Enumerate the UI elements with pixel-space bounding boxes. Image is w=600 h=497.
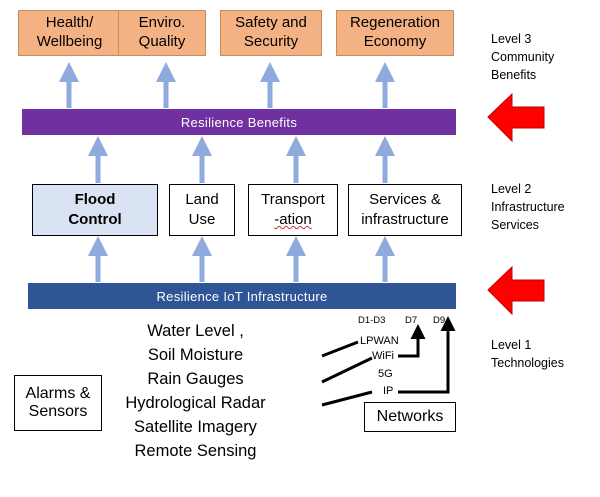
level2-title: Level 2 xyxy=(491,182,532,196)
technology-list: Water Level , Soil Moisture Rain Gauges … xyxy=(108,320,283,464)
sensors-label: Sensors xyxy=(28,403,88,420)
level2-line: Services xyxy=(491,218,539,233)
label-d7: D7 xyxy=(405,315,418,326)
infra-label: Transport xyxy=(261,190,325,208)
infra-label: infrastructure xyxy=(361,211,449,228)
tech-item: Soil Moisture xyxy=(147,345,244,364)
benefit-label: Enviro. Quality xyxy=(138,14,186,50)
alarms-sensors-box: Alarms &Sensors xyxy=(14,375,102,431)
label-d9: D9 xyxy=(433,315,446,326)
benefit-box-health: Health/ Wellbeing xyxy=(18,10,121,56)
benefit-label: Safety and Security xyxy=(235,14,307,50)
network-connectors xyxy=(321,316,456,407)
arrow-d9 xyxy=(398,316,456,394)
infra-box-transportation: Transport -ation xyxy=(248,184,338,236)
level3-line: Community xyxy=(491,50,555,65)
alarms-label: Alarms & xyxy=(25,385,91,402)
label-d1-d3: D1-D3 xyxy=(358,315,386,326)
benefit-box-enviro: Enviro. Quality xyxy=(118,10,206,56)
level3-label: Level 3 Community Benefits xyxy=(491,30,596,84)
red-arrow-level1-icon xyxy=(487,265,545,316)
level3-line: Benefits xyxy=(491,68,537,83)
level1-line: Technologies xyxy=(491,356,564,371)
infra-label: Control xyxy=(68,211,122,228)
red-arrow-level3-icon xyxy=(487,92,545,143)
infra-label: Use xyxy=(188,211,216,228)
resilience-benefits-label: Resilience Benefits xyxy=(180,114,298,130)
tech-item: Water Level , xyxy=(147,322,244,340)
infra-label: Services & xyxy=(369,190,441,208)
label-ip: IP xyxy=(383,385,394,397)
arrows-to-community-benefits xyxy=(59,62,395,108)
tech-item: Hydrological Radar xyxy=(125,393,266,412)
tech-item: Rain Gauges xyxy=(147,369,244,388)
level1-title: Level 1 xyxy=(491,338,532,352)
arrow-d7 xyxy=(398,324,426,358)
iot-infrastructure-label: Resilience IoT Infrastructure xyxy=(156,288,328,304)
benefit-box-regeneration: Regeneration Economy xyxy=(336,10,454,56)
level2-line: Infrastructure xyxy=(491,200,565,215)
infra-label: -ation xyxy=(274,211,312,228)
level2-label: Level 2 Infrastructure Services xyxy=(491,180,599,234)
line-ip xyxy=(321,390,373,407)
networks-box: Networks xyxy=(364,402,456,432)
infra-box-services: Services & infrastructure xyxy=(348,184,462,236)
tech-item: Satellite Imagery xyxy=(134,417,257,436)
benefit-label: Health/ Wellbeing xyxy=(36,14,103,50)
arrows-to-resilience-benefits xyxy=(88,136,395,183)
iot-infrastructure-bar: Resilience IoT Infrastructure xyxy=(28,283,456,309)
tech-item: Remote Sensing xyxy=(134,441,257,460)
benefit-box-safety: Safety and Security xyxy=(220,10,322,56)
label-wifi: WiFi xyxy=(372,350,394,362)
level1-label: Level 1 Technologies xyxy=(491,336,596,372)
infra-label: Flood xyxy=(74,190,116,208)
networks-label: Networks xyxy=(376,408,444,425)
level3-title: Level 3 xyxy=(491,32,532,46)
line-lpwan xyxy=(321,340,359,358)
line-wifi xyxy=(321,356,373,384)
label-lpwan: LPWAN xyxy=(360,335,399,347)
resilience-benefits-bar: Resilience Benefits xyxy=(22,109,456,135)
arrows-to-infrastructure xyxy=(88,236,395,282)
label-5g: 5G xyxy=(378,368,393,380)
infra-label: Land xyxy=(185,190,219,208)
benefit-label: Regeneration Economy xyxy=(349,14,441,50)
